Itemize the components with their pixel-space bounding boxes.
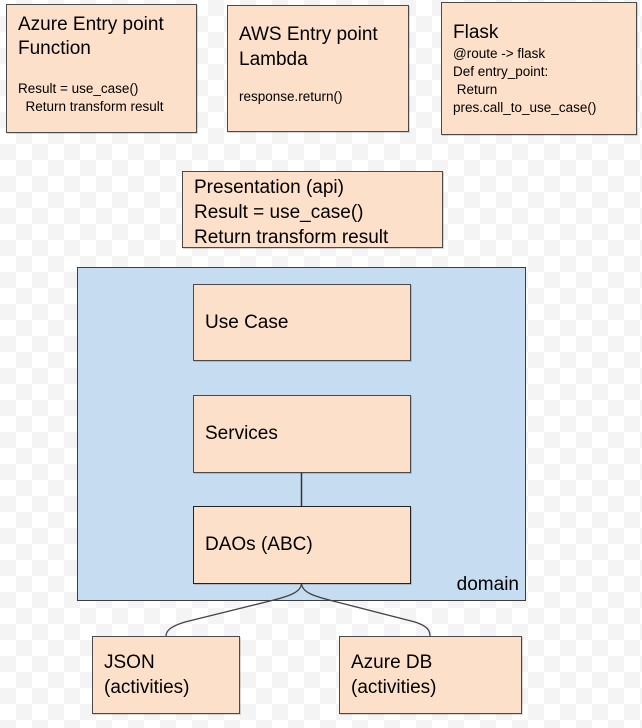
flask-body-line-3: Return: [453, 82, 498, 97]
aws-title-line-1: AWS Entry point: [239, 24, 378, 45]
use-case-label: Use Case: [205, 312, 289, 333]
aws-body-line-1: response.return(): [239, 89, 343, 104]
use-case-box: Use Case: [193, 284, 411, 361]
daos-box: DAOs (ABC): [193, 506, 411, 584]
services-label: Services: [205, 423, 278, 444]
presentation-line-3: Return transform result: [194, 227, 389, 248]
azure-entry-point-box: Azure Entry point Function Result = use_…: [6, 4, 197, 133]
json-source-box: JSON (activities): [92, 636, 240, 714]
aws-entry-point-box: AWS Entry point Lambda response.return(): [227, 5, 409, 132]
flask-title: Flask: [453, 22, 499, 43]
azure-body-line-2: Return transform result: [18, 99, 164, 114]
aws-title-line-2: Lambda: [239, 49, 308, 70]
azure-title-line-2: Function: [18, 38, 91, 59]
azure-db-line-1: Azure DB: [351, 652, 433, 673]
dao-json-connector: [165, 582, 303, 637]
azure-title-line-1: Azure Entry point: [18, 14, 164, 35]
azure-body-line-1: Result = use_case(): [18, 81, 139, 96]
domain-label: domain: [456, 574, 519, 595]
daos-label: DAOs (ABC): [205, 534, 313, 555]
flask-body-line-2: Def entry_point:: [453, 64, 549, 79]
flask-body-line-4: pres.call_to_use_case(): [453, 100, 597, 115]
flask-body-line-1: @route -> flask: [453, 46, 546, 61]
json-line-1: JSON: [104, 652, 155, 673]
presentation-line-1: Presentation (api): [194, 177, 344, 198]
presentation-box: Presentation (api) Result = use_case() R…: [182, 171, 443, 248]
dao-azuredb-connector: [300, 582, 431, 637]
azure-db-line-2: (activities): [351, 677, 437, 698]
services-box: Services: [193, 395, 411, 473]
json-line-2: (activities): [104, 677, 190, 698]
azure-db-source-box: Azure DB (activities): [339, 636, 522, 714]
flask-entry-point-box: Flask @route -> flask Def entry_point: R…: [441, 2, 637, 135]
presentation-line-2: Result = use_case(): [194, 202, 364, 223]
